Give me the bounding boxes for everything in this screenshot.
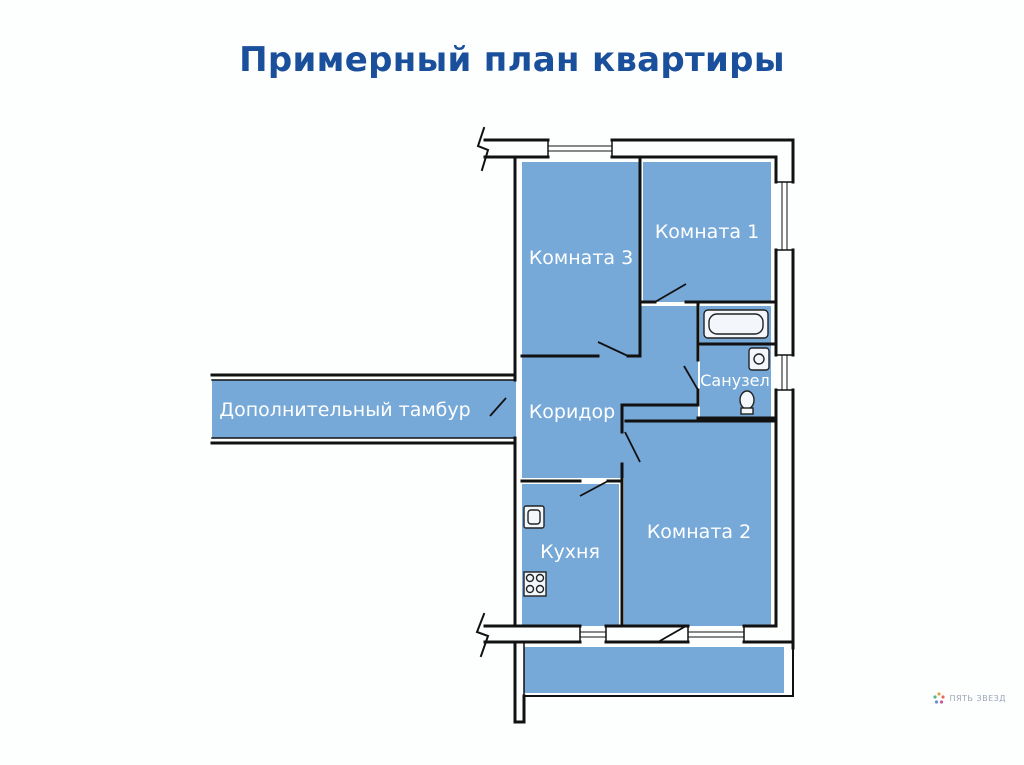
bathtub-icon	[703, 309, 769, 339]
washbasin-icon	[748, 347, 770, 371]
toilet-icon	[739, 390, 755, 410]
room-1-label: Комната 1	[655, 221, 759, 243]
vestibule-area	[212, 380, 516, 438]
room-fills	[212, 162, 784, 693]
corridor-label: Коридор	[529, 401, 615, 423]
star-logo-icon	[933, 692, 946, 704]
room-2-label: Комната 2	[647, 521, 751, 543]
balcony-area	[524, 647, 784, 693]
room-3-label: Комната 3	[529, 247, 633, 269]
kitchen-label: Кухня	[540, 541, 600, 563]
room-1-area	[643, 162, 771, 302]
room-2-area	[624, 421, 771, 626]
logo-text: ПЯТЬ ЗВЕЗД	[949, 693, 1006, 703]
walls	[210, 126, 795, 724]
brand-logo: ПЯТЬ ЗВЕЗД	[933, 692, 1006, 704]
vestibule-label: Дополнительный тамбур	[219, 399, 470, 421]
stove-icon	[523, 571, 547, 597]
doors	[489, 283, 699, 643]
fixtures	[523, 309, 770, 597]
page-title: Примерный план квартиры	[239, 40, 785, 80]
bathroom-label: Санузел	[700, 371, 769, 390]
